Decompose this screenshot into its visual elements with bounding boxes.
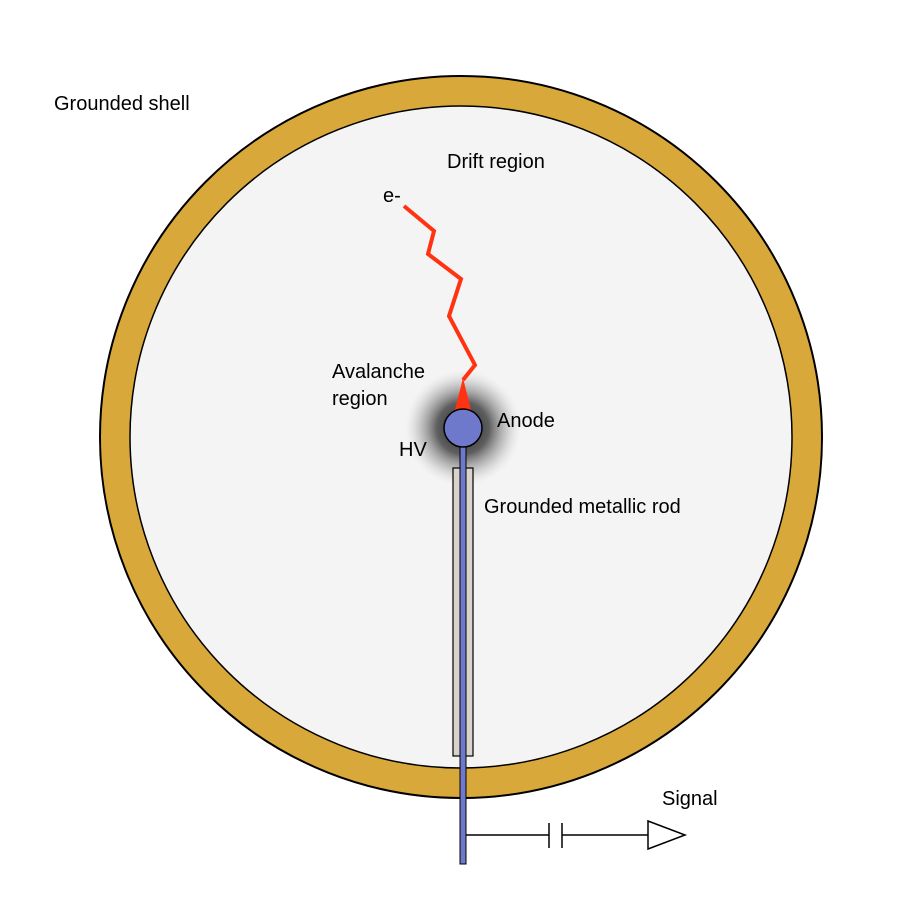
label-avalanche-region-line2: region: [332, 388, 388, 410]
anode: [443, 408, 483, 448]
hv-wire: [459, 439, 467, 865]
label-anode: Anode: [497, 410, 555, 432]
label-hv: HV: [399, 439, 427, 461]
signal-arrow-icon: [647, 819, 688, 851]
label-grounded-metallic-rod: Grounded metallic rod: [484, 496, 681, 518]
electron-path: [402, 204, 478, 382]
label-avalanche-region-line1: Avalanche: [332, 361, 426, 383]
label-grounded-shell: Grounded shell: [54, 93, 190, 115]
label-signal: Signal: [662, 788, 718, 810]
avalanche-spike: [455, 378, 471, 410]
label-electron: e-: [383, 185, 401, 207]
label-drift-region: Drift region: [447, 151, 545, 173]
